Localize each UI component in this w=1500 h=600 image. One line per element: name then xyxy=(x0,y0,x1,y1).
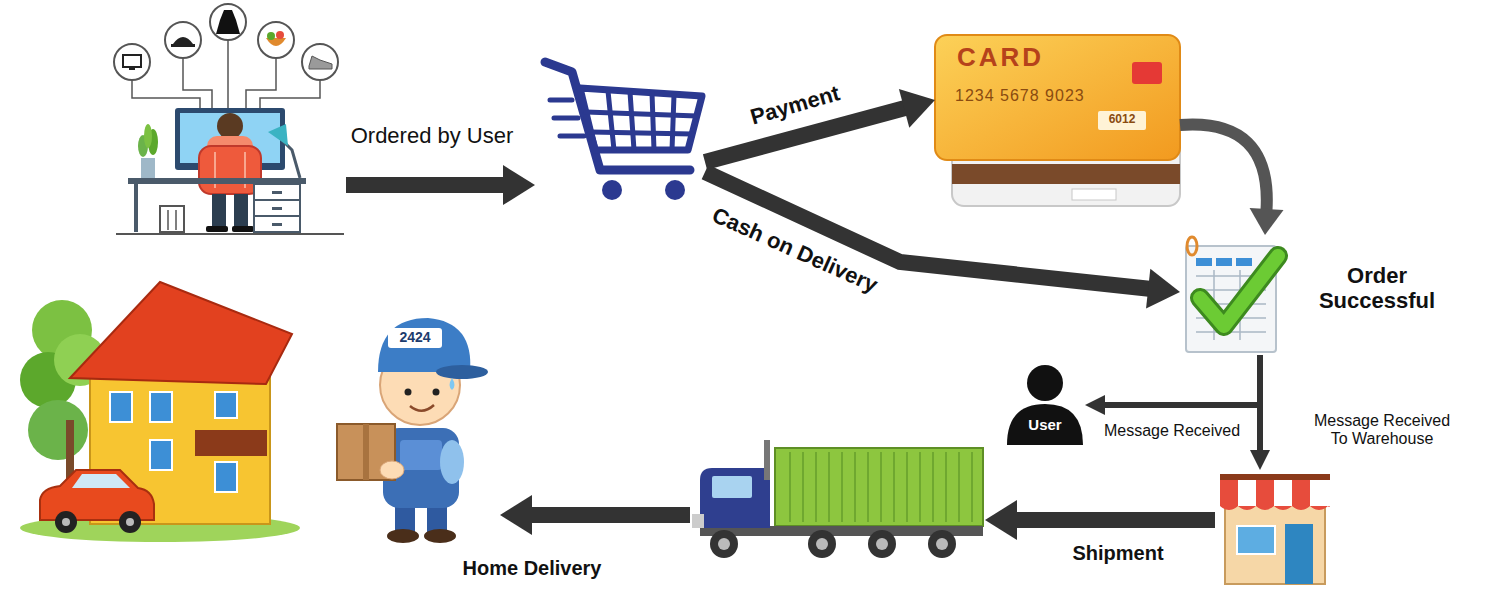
arrow-line xyxy=(1104,355,1260,405)
arrow-head xyxy=(985,500,1017,540)
cap-number: 2424 xyxy=(388,329,442,345)
arrow-head xyxy=(1250,208,1284,235)
arrow-line xyxy=(531,507,690,523)
arrow-label: Payment xyxy=(744,79,847,131)
arrow-head xyxy=(1146,269,1180,309)
payment-card: CARD 1234 5678 9023 6012 xyxy=(935,35,1180,160)
store-drawing xyxy=(1220,474,1330,584)
flow-arrow xyxy=(500,495,690,535)
delivery-man: 2424 xyxy=(330,310,500,545)
card-number: 1234 5678 9023 xyxy=(955,87,1130,105)
flow-arrow xyxy=(1250,355,1270,470)
card-drawing xyxy=(935,35,1296,206)
arrow-head xyxy=(899,89,935,128)
card-code-number: 6012 xyxy=(1098,113,1146,127)
arrow-label: Home Delivery xyxy=(459,557,606,580)
cart-drawing xyxy=(545,62,702,200)
status-heading: Order Successful xyxy=(1302,263,1452,314)
delivery-man-drawing xyxy=(337,318,488,543)
arrow-line xyxy=(1180,125,1267,211)
house-drawing xyxy=(20,282,300,542)
arrow-line xyxy=(346,177,504,193)
flow-arrow xyxy=(1085,355,1260,415)
warehouse-heading: Message Received To Warehouse xyxy=(1307,412,1457,449)
flow-arrow xyxy=(985,500,1215,540)
arrow-label: Cash on Delivery xyxy=(705,201,886,300)
user-label: User xyxy=(1005,416,1085,433)
order-document-icon: Order Successful xyxy=(1180,235,1285,355)
arrow-head xyxy=(503,165,535,205)
arrow-line xyxy=(1257,355,1263,451)
flow-arrow xyxy=(346,165,535,205)
user-icon: User xyxy=(1005,365,1085,445)
warehouse-store: Message Received To Warehouse xyxy=(1215,470,1335,585)
shopper-illustration xyxy=(110,0,346,238)
cart-icon xyxy=(535,55,705,205)
arrow-head xyxy=(1085,395,1105,415)
flow-arrow xyxy=(1180,125,1284,235)
order-document-drawing xyxy=(1186,237,1278,352)
arrow-head xyxy=(1250,450,1270,470)
arrow-head xyxy=(500,495,532,535)
house-illustration xyxy=(20,270,300,545)
arrow-label: Ordered by User xyxy=(347,123,518,148)
card-brand-text: CARD xyxy=(957,43,1087,73)
arrow-line xyxy=(1016,512,1215,528)
arrow-label: Message Received xyxy=(1100,422,1244,440)
arrow-line xyxy=(705,108,905,162)
truck-icon xyxy=(690,440,985,560)
shopper-drawing xyxy=(114,4,344,234)
flow-arrow xyxy=(705,172,1180,308)
truck-drawing xyxy=(692,440,983,558)
arrow-label: Shipment xyxy=(1068,542,1167,565)
